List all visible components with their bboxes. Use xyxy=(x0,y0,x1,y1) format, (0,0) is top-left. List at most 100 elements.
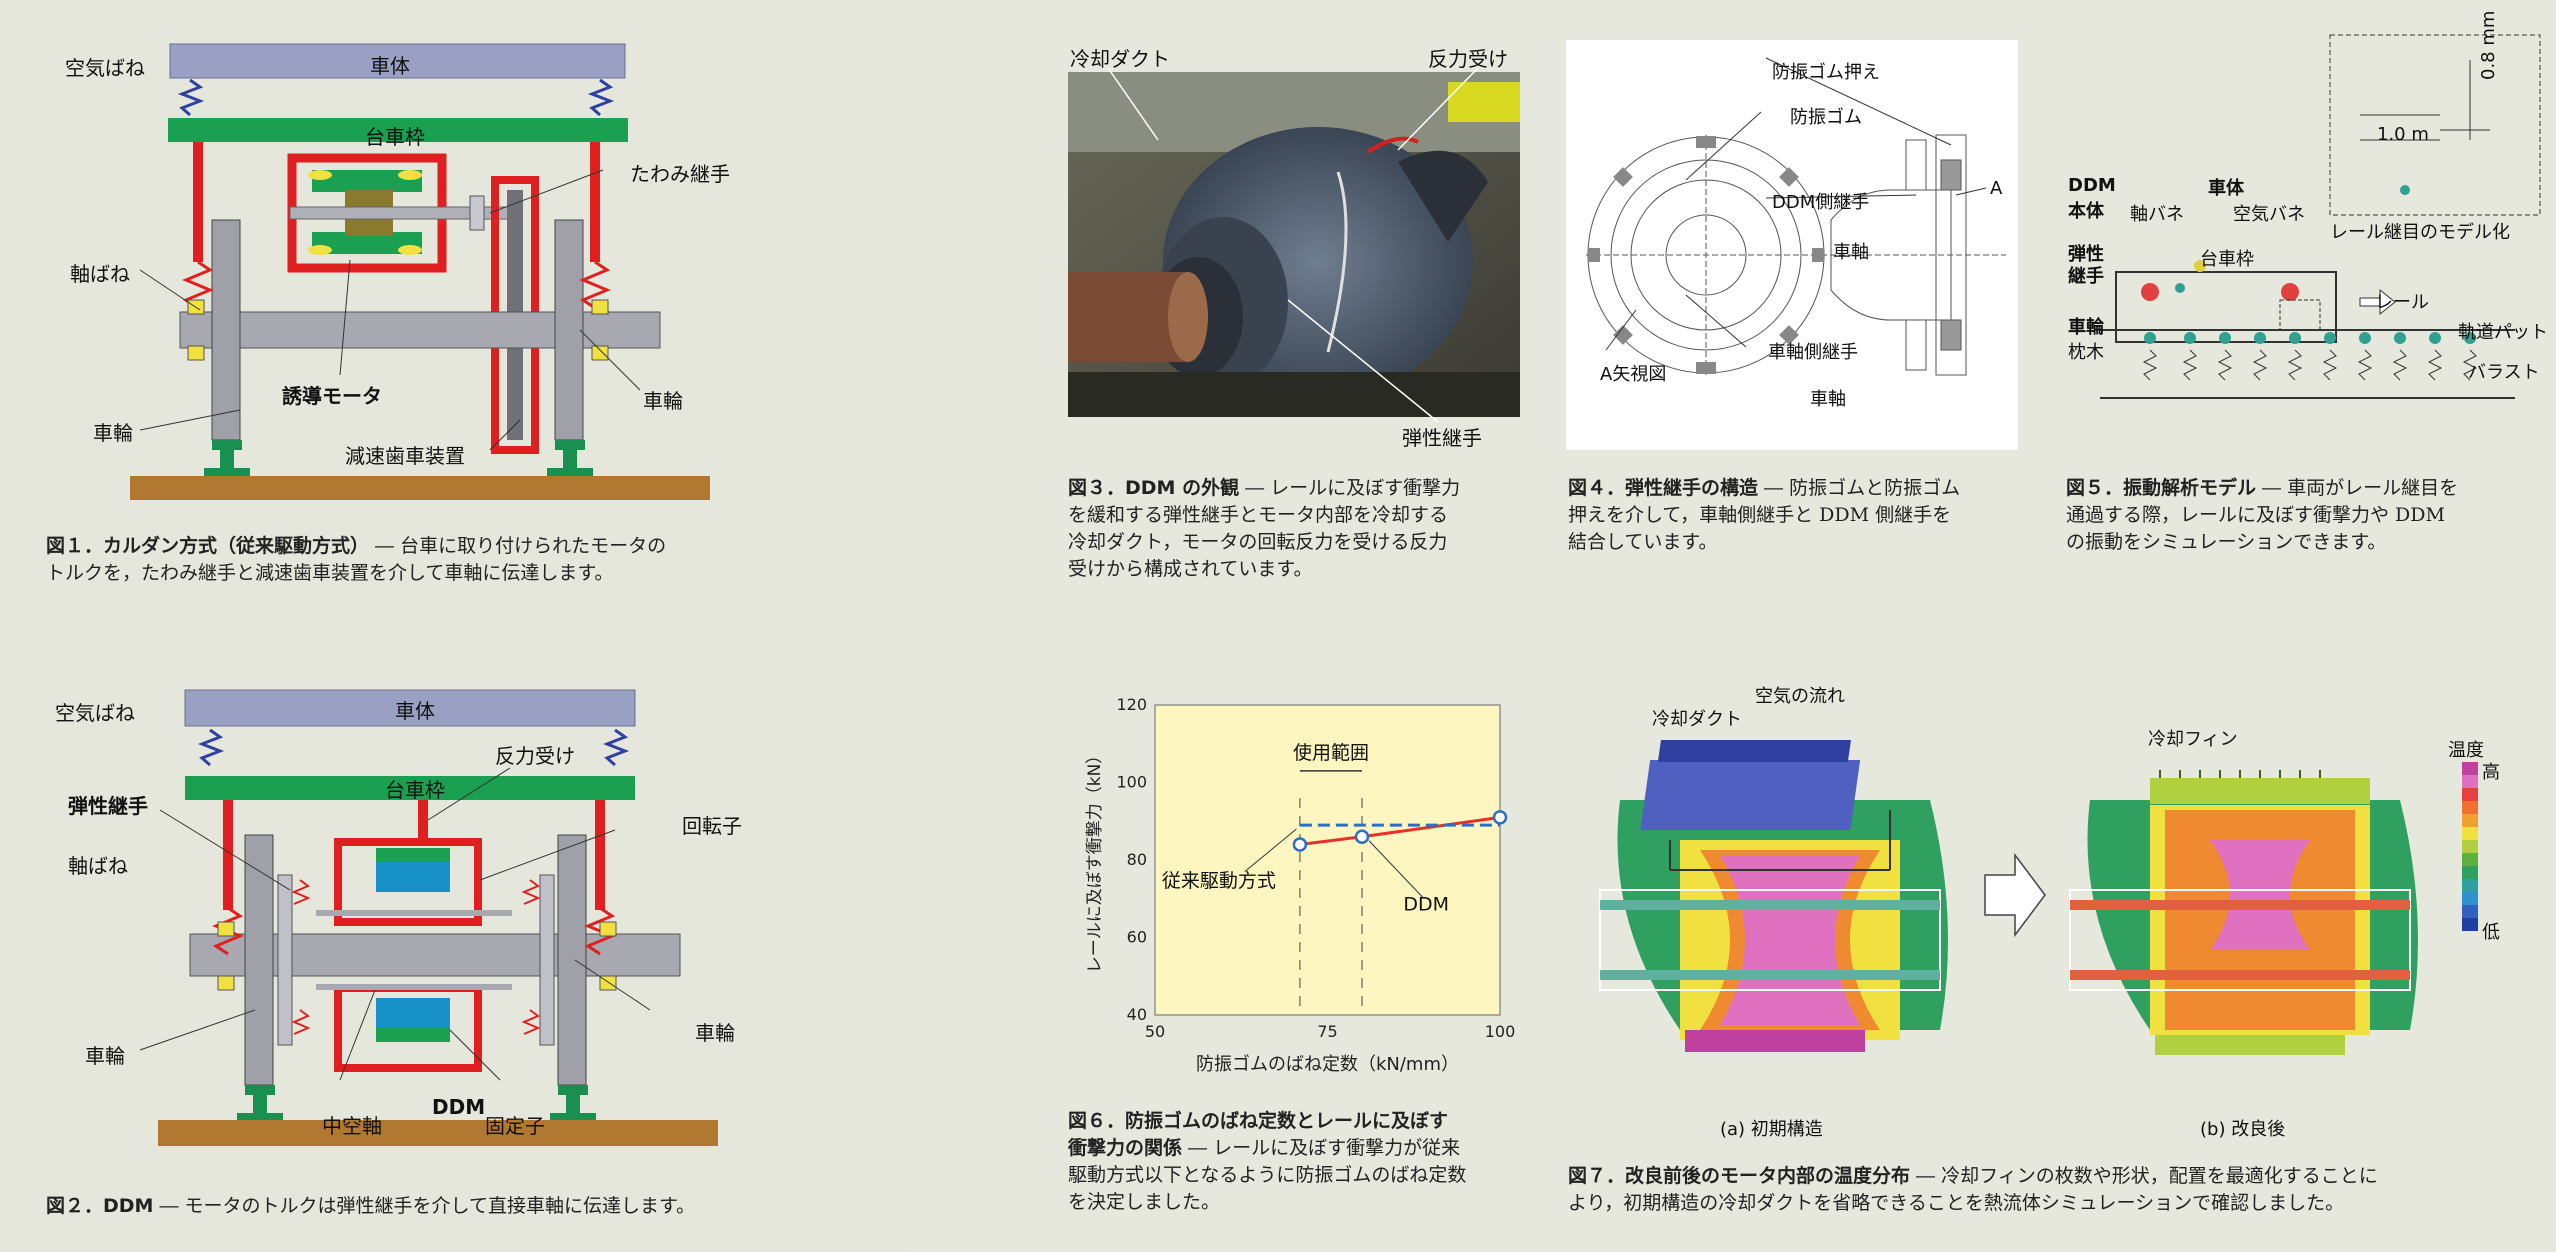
fig5-rail-joint-model-label: レール継目のモデル化 xyxy=(2330,222,2510,243)
fig7-high-label: 高 xyxy=(2482,762,2500,783)
fig6-y-tick-label: 100 xyxy=(1116,773,1147,792)
fig1-bogie-frame-label: 台車枠 xyxy=(365,125,425,149)
fig7-caption-title: 図７．改良前後のモータ内部の温度分布 xyxy=(1568,1165,1911,1187)
fig2-diagram xyxy=(139,689,718,1146)
fig5-dim-08mm-label: 0.8 mm xyxy=(2478,10,2499,80)
ground xyxy=(130,476,710,500)
fig6-usage-range-label: 使用範囲 xyxy=(1293,742,1369,764)
fig4-diagram xyxy=(1586,57,2006,376)
fig5-rail-joint-box xyxy=(2329,34,2541,216)
fig2-wheel-left-label: 車輪 xyxy=(85,1044,125,1068)
fig7-caption: 図７．改良前後のモータ内部の温度分布 ― 冷却フィンの枚数や形状，配置を最適化す… xyxy=(1568,1163,2528,1217)
fig7-legend-swatch xyxy=(2462,814,2478,827)
fig6-y-tick-label: 60 xyxy=(1127,928,1147,947)
fig7-legend-swatch xyxy=(2462,775,2478,788)
fig1-caption: 図１．カルダン方式（従来駆動方式） ― 台車に取り付けられたモータの トルクを，… xyxy=(46,533,866,587)
air-spring-left xyxy=(177,78,205,117)
fig1-wheel-right-label: 車輪 xyxy=(643,389,683,413)
fig7-legend-swatch xyxy=(2462,866,2478,879)
fig1-caption-line2: トルクを，たわみ継手と減速歯車装置を介して車軸に伝達します。 xyxy=(46,562,614,584)
fig6-y-tick-label: 80 xyxy=(1127,850,1147,869)
fig2-hollow-shaft-label: 中空軸 xyxy=(322,1114,382,1138)
fig1-gear-unit-label: 減速歯車装置 xyxy=(345,444,465,468)
fig6-y-tick-label: 40 xyxy=(1127,1005,1147,1024)
fig1-induction-motor-label: 誘導モータ xyxy=(282,384,382,408)
fig7-cooling-duct-label: 冷却ダクト xyxy=(1652,709,1742,730)
fig6-caption-title-1: 図６．防振ゴムのばね定数とレールに及ぼす xyxy=(1068,1110,1449,1132)
fig5-elastic-label-1: 弾性 xyxy=(2068,244,2104,265)
wheel-left xyxy=(211,219,241,441)
fig7-sub-a-label: (a) 初期構造 xyxy=(1720,1119,1823,1140)
fig5-wheel-label: 車輪 xyxy=(2068,317,2104,338)
fig1-flexible-coupling-label: たわみ継手 xyxy=(630,162,730,186)
fig6-x-axis-label: 防振ゴムのばね定数（kN/mm） xyxy=(1196,1054,1459,1075)
fig7-low-label: 低 xyxy=(2482,922,2500,943)
fig1-caption-line1: ― 台車に取り付けられたモータの xyxy=(369,535,667,557)
fig4-ddm-side-coupling-label: DDM側継手 xyxy=(1772,192,1870,213)
fig6-x-tick-label: 75 xyxy=(1317,1022,1337,1041)
fig7-legend-swatch xyxy=(2462,905,2478,918)
fig4-rubber-label: 防振ゴム xyxy=(1790,107,1862,128)
fig3-caption-line2: を緩和する弾性継手とモータ内部を冷却する xyxy=(1068,504,1449,526)
fig6-series-point xyxy=(1492,810,1508,825)
fig7-legend-swatch xyxy=(2462,827,2478,840)
wheel-right xyxy=(554,219,584,441)
fig1-car-body-label: 車体 xyxy=(370,54,410,78)
fig4-caption-line2: 押えを介して，車軸側継手と DDM 側継手を xyxy=(1568,504,1952,526)
fig3-caption-title: 図３．DDM の外観 xyxy=(1068,477,1240,499)
fig7-caption-line1: ― 冷却フィンの枚数や形状，配置を最適化することに xyxy=(1910,1165,2378,1187)
fig7-legend-swatch xyxy=(2462,801,2478,814)
fig4-axle-bottom-label: 車軸 xyxy=(1810,389,1846,410)
fig5-caption-title: 図５．振動解析モデル xyxy=(2066,477,2257,499)
fig5-ddm-body-label-1: DDM xyxy=(2068,175,2116,196)
fig7-sub-b-label: (b) 改良後 xyxy=(2200,1119,2286,1140)
fig5-caption-line1: ― 車両がレール継目を xyxy=(2256,477,2459,499)
fig4-box xyxy=(1566,40,2018,450)
fig6-caption: 図６．防振ゴムのばね定数とレールに及ぼす 衝撃力の関係 ― レールに及ぼす衝撃力… xyxy=(1068,1108,1538,1216)
fig2-axle-spring-label: 軸ばね xyxy=(68,854,128,878)
fig7-improved-structure xyxy=(2069,770,2418,1055)
fig4-caption-title: 図４．弾性継手の構造 xyxy=(1568,477,1759,499)
fig7-legend-swatch xyxy=(2462,918,2478,931)
fig5-rail-label: レール xyxy=(2375,292,2429,313)
fig1-air-spring-label: 空気ばね xyxy=(65,56,145,80)
fig6-conventional-label: 従来駆動方式 xyxy=(1162,870,1276,892)
fig4-caption-line3: 結合しています。 xyxy=(1568,531,1718,553)
fig2-air-spring-label: 空気ばね xyxy=(55,701,135,725)
fig5-bogie-frame-label: 台車枠 xyxy=(2200,249,2254,270)
fig7-caption-line2: より，初期構造の冷却ダクトを省略できることを熱流体シミュレーションで確認しました… xyxy=(1568,1192,2345,1214)
fig2-elastic-coupling-label: 弾性継手 xyxy=(68,794,148,818)
fig7-arrow xyxy=(1984,852,2046,938)
fig3-ddm-photo xyxy=(1068,72,1520,417)
fig2-caption-title: 図２．DDM xyxy=(46,1195,154,1217)
fig6-ddm-leader xyxy=(1368,840,1425,900)
fig6-series-point xyxy=(1354,829,1370,844)
fig7-diagram xyxy=(1599,740,2478,1055)
fig7-legend-swatch xyxy=(2462,840,2478,853)
fig5-elastic-label-2: 継手 xyxy=(2068,266,2104,287)
fig3-caption-line3: 冷却ダクト，モータの回転反力を受ける反力 xyxy=(1068,531,1448,553)
fig5-ballast-label: バラスト xyxy=(2468,362,2540,383)
fig1-axle-spring-label: 軸ばね xyxy=(70,262,130,286)
fig6-caption-line2: 駆動方式以下となるように防振ゴムのばね定数 xyxy=(1068,1164,1467,1186)
fig6-caption-title-2: 衝撃力の関係 xyxy=(1068,1137,1183,1159)
fig7-cooling-fin-label: 冷却フィン xyxy=(2148,729,2238,750)
fig6-conventional-leader xyxy=(1244,828,1297,873)
bogie-frame-bar xyxy=(168,118,628,142)
fig1-wheel-left-label: 車輪 xyxy=(93,421,133,445)
fig6-plot-area xyxy=(1154,704,1501,1016)
fig2-caption-line1: ― モータのトルクは弾性継手を介して直接車軸に伝達します。 xyxy=(153,1195,696,1217)
fig6-caption-line1: ― レールに及ぼす衝撃力が従来 xyxy=(1182,1137,1461,1159)
fig1-caption-title: 図１．カルダン方式（従来駆動方式） xyxy=(46,535,370,557)
fig2-stator-label: 固定子 xyxy=(485,1114,545,1138)
fig3-caption-line4: 受けから構成されています。 xyxy=(1068,558,1313,580)
fig7-temperature-label: 温度 xyxy=(2448,740,2484,761)
fig6-y-axis-label: レールに及ぼす衝撃力（kN） xyxy=(1085,747,1105,974)
fig5-dim-1m-label: 1.0 m xyxy=(2377,124,2429,145)
fig4-a-view-label: A矢視図 xyxy=(1600,364,1667,385)
fig3-reaction-receiver-label: 反力受け xyxy=(1428,47,1508,71)
fig7-legend-swatch xyxy=(2462,788,2478,801)
fig5-caption: 図５．振動解析モデル ― 車両がレール継目を 通過する際，レールに及ぼす衝撃力や… xyxy=(2066,475,2526,556)
car-body-bar xyxy=(169,43,626,79)
fig4-a-mark-label: A xyxy=(1990,178,2003,199)
